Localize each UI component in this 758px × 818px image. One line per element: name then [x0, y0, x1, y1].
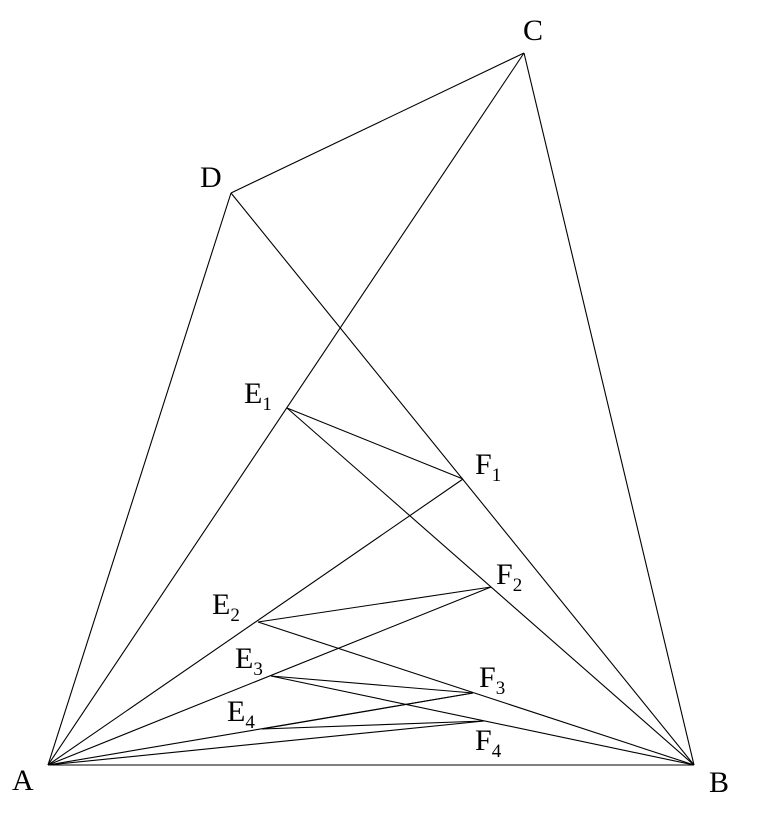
- segment-F1-A: [47, 478, 464, 766]
- segment-C-D: [230, 52, 525, 194]
- segment-E2-B: [257, 621, 695, 766]
- segment-E1-F1: [286, 407, 464, 480]
- segment-E3-F3: [270, 675, 474, 694]
- point-label-C: C: [523, 14, 543, 47]
- segment-E2-F2: [257, 586, 492, 623]
- segment-F4-A: [47, 720, 485, 766]
- point-label-E3: E3: [235, 642, 263, 680]
- point-label-F4: F4: [475, 724, 502, 762]
- point-label-E1: E1: [244, 377, 272, 415]
- segment-B-C: [523, 52, 695, 766]
- segment-F2-A: [47, 586, 492, 766]
- diagram-point-labels: A B C D E1 F1 E2 F2 E3 F3 E4 F4: [12, 14, 729, 799]
- segment-E3-B: [270, 675, 695, 766]
- point-label-D: D: [200, 161, 222, 194]
- segment-E1-B: [286, 407, 695, 766]
- diagram-segments: [47, 52, 695, 766]
- point-label-E4: E4: [227, 695, 255, 733]
- segment-A-C: [47, 52, 525, 766]
- segment-E4-F4: [261, 720, 485, 730]
- point-label-F3: F3: [479, 661, 505, 699]
- segment-E4-F3: [261, 692, 474, 730]
- segment-D-A: [47, 192, 232, 766]
- point-label-A: A: [12, 764, 34, 797]
- point-label-F1: F1: [475, 448, 501, 486]
- point-label-B: B: [709, 766, 729, 799]
- point-label-F2: F2: [496, 558, 522, 596]
- point-label-E2: E2: [212, 588, 240, 626]
